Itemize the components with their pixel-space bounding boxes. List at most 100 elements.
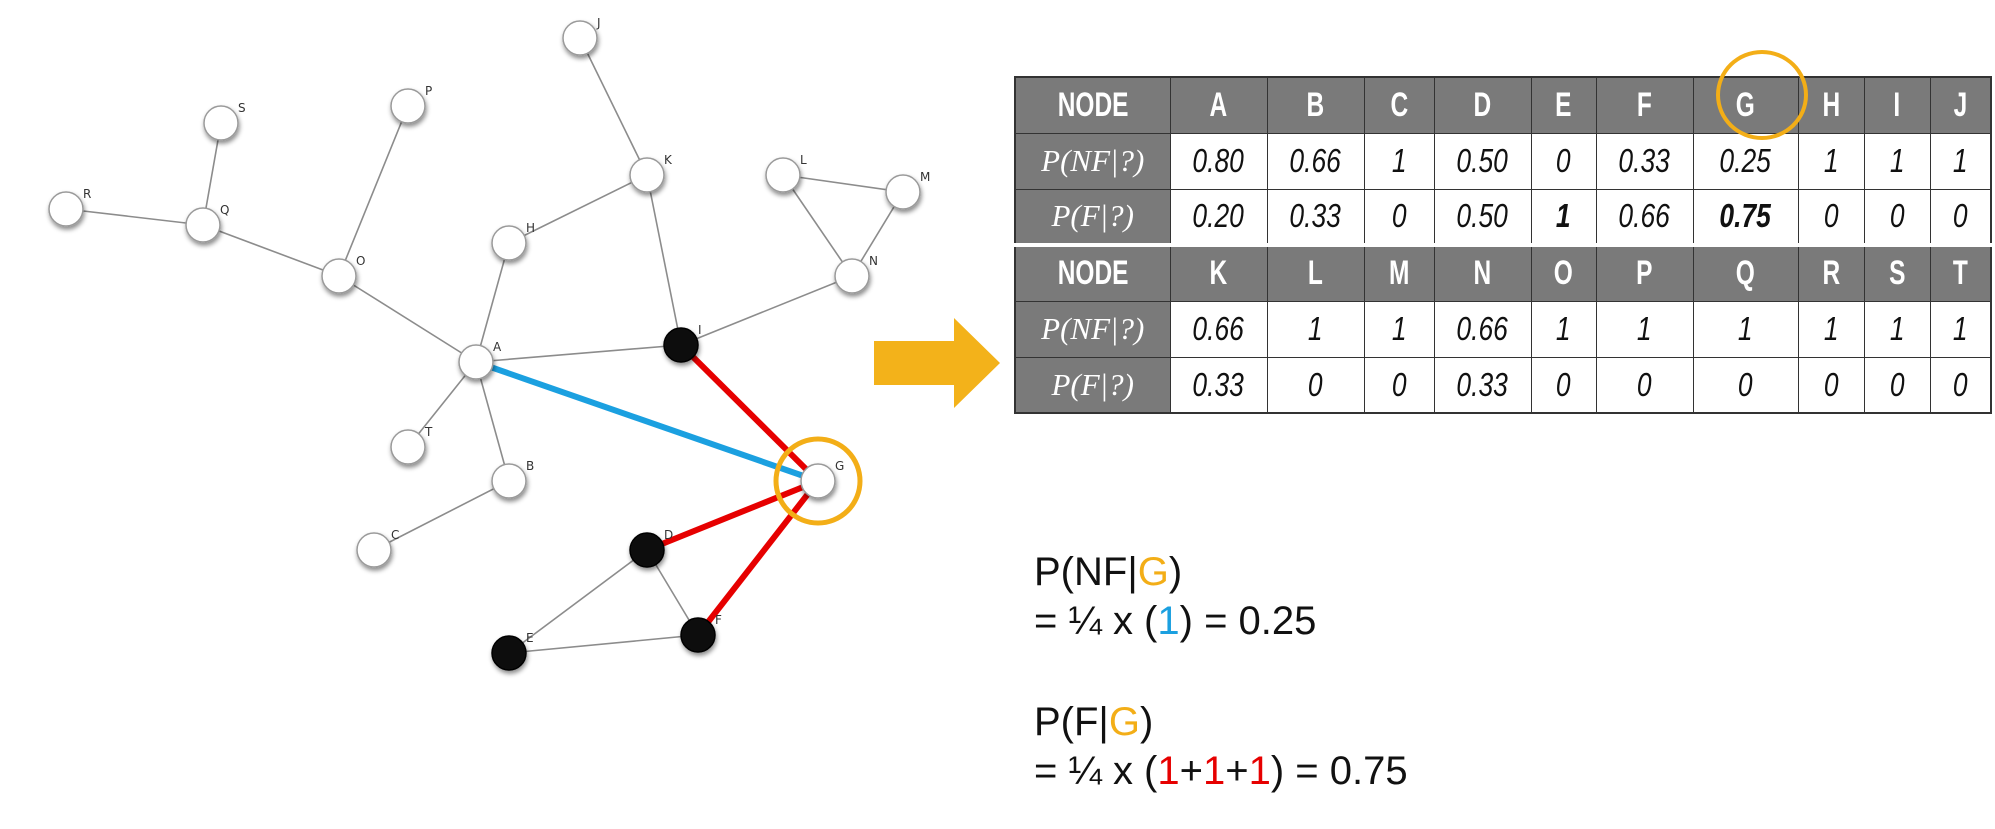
formula-term: 1 — [1248, 749, 1271, 793]
cell-l: 0 — [1266, 356, 1365, 414]
column-header-d: D — [1433, 76, 1532, 134]
formula-nf-node: G — [1137, 550, 1169, 594]
node-circle-j — [562, 20, 598, 56]
edge-i-g — [678, 342, 821, 484]
cell-o: 1 — [1530, 300, 1597, 358]
cell-c: 1 — [1363, 132, 1435, 190]
node-label-m: M — [920, 170, 930, 184]
formula-term: 1 — [1203, 749, 1226, 793]
cell-b: 0.33 — [1266, 188, 1365, 246]
formula-nf-terms: 1 — [1157, 599, 1179, 643]
column-header-b: B — [1266, 76, 1365, 134]
node-e: E — [491, 631, 534, 671]
node-circle-q — [185, 207, 221, 243]
cell-o: 0 — [1530, 356, 1597, 414]
node-label-i: I — [698, 323, 702, 337]
edge-l-n — [782, 174, 853, 277]
cell-t: 1 — [1929, 300, 1992, 358]
node-circle-s — [203, 105, 239, 141]
node-g: G — [800, 459, 844, 499]
plus-sign: + — [1225, 749, 1249, 793]
column-header-h: H — [1797, 76, 1865, 134]
cell-f: 0.66 — [1595, 188, 1694, 246]
cell-t: 0 — [1929, 356, 1992, 414]
node-circle-t — [390, 429, 426, 465]
node-o: O — [321, 254, 365, 294]
node-h: H — [491, 221, 535, 261]
node-label-h: H — [526, 221, 535, 235]
cell-g: 0.25 — [1692, 132, 1799, 190]
right-arrow-icon — [874, 318, 1000, 408]
edge-j-k — [579, 37, 648, 176]
node-circle-a — [458, 344, 494, 380]
node-r: R — [48, 187, 91, 227]
cell-p: 0 — [1595, 356, 1694, 414]
edge-k-i — [646, 174, 682, 346]
column-header-s: S — [1863, 243, 1931, 302]
cell-q: 1 — [1692, 300, 1799, 358]
node-circle-p — [390, 88, 426, 124]
formula-block: P(NF|G) = ¼ x (1) = 0.25 P(F|G) = ¼ x (1… — [1034, 548, 1408, 796]
cell-h: 0 — [1797, 188, 1865, 246]
edge-r-q — [65, 208, 204, 226]
cell-l: 1 — [1266, 300, 1365, 358]
edge-h-a — [475, 242, 510, 363]
plus-sign: + — [1179, 749, 1203, 793]
column-header-a: A — [1169, 76, 1268, 134]
row-label: P(F|?) — [1014, 356, 1171, 414]
node-label-n: N — [869, 254, 878, 268]
edge-l-m — [782, 174, 904, 193]
node-b: B — [491, 459, 534, 499]
edge-f-g — [695, 479, 821, 637]
node-circle-l — [765, 157, 801, 193]
column-header-r: R — [1797, 243, 1865, 302]
cell-f: 0.33 — [1595, 132, 1694, 190]
node-circle-k — [629, 157, 665, 193]
cell-d: 0.50 — [1433, 132, 1532, 190]
edge-n-i — [680, 275, 853, 346]
edge-a-b — [475, 361, 510, 482]
node-circle-e — [491, 635, 527, 671]
column-header-j: J — [1929, 76, 1992, 134]
node-f: F — [680, 613, 722, 653]
node-circle-g — [800, 463, 836, 499]
cell-b: 0.66 — [1266, 132, 1365, 190]
edge-q-o — [202, 224, 340, 277]
cell-g: 0.75 — [1692, 188, 1799, 246]
node-j: J — [562, 16, 601, 56]
node-s: S — [203, 101, 246, 141]
row-label: P(NF|?) — [1014, 132, 1171, 190]
formula-term: 1 — [1157, 599, 1180, 643]
node-circle-n — [834, 258, 870, 294]
column-header-c: C — [1363, 76, 1435, 134]
node-label-f: F — [715, 613, 722, 627]
node-label-g: G — [835, 459, 844, 473]
cell-s: 1 — [1863, 300, 1931, 358]
edge-d-g — [645, 478, 820, 553]
formula-f-equation: = ¼ x (1+1+1) = 0.75 — [1034, 749, 1408, 793]
cell-a: 0.80 — [1169, 132, 1268, 190]
cell-j: 1 — [1929, 132, 1992, 190]
cell-n: 0.33 — [1433, 356, 1532, 414]
node-t: T — [390, 425, 433, 465]
node-label-l: L — [800, 153, 807, 167]
edge-h-k — [508, 174, 648, 244]
node-header-cell: NODE — [1014, 76, 1171, 134]
column-header-e: E — [1530, 76, 1597, 134]
cell-e: 1 — [1530, 188, 1597, 246]
formula-term: 1 — [1157, 749, 1180, 793]
cell-m: 0 — [1363, 356, 1435, 414]
cell-c: 0 — [1363, 188, 1435, 246]
column-header-m: M — [1363, 243, 1435, 302]
node-circle-b — [491, 463, 527, 499]
edge-o-a — [338, 275, 477, 363]
node-label-b: B — [526, 459, 534, 473]
node-header-cell: NODE — [1014, 243, 1171, 302]
node-circle-r — [48, 191, 84, 227]
node-label-r: R — [83, 187, 91, 201]
